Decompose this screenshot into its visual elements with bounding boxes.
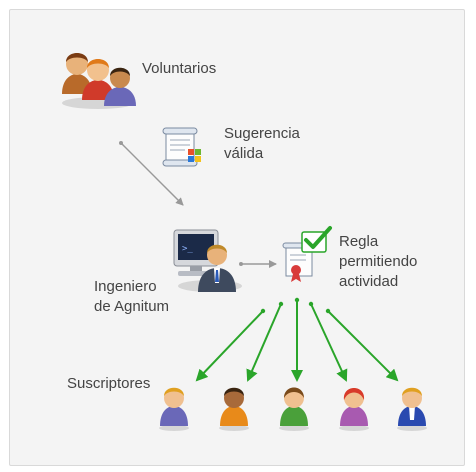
subscribers-label: Suscriptores (67, 375, 151, 392)
arrow-volunteers-to-engineer (120, 142, 184, 206)
engineer-label: Ingeniero de Agnitum (94, 278, 170, 315)
arrow-rule-to-subscriber-1 (195, 310, 264, 382)
user-orange-icon (219, 387, 249, 431)
user-blue-icon (397, 387, 427, 431)
volunteers-label: Voluntarios (142, 60, 217, 77)
valid-suggestion-label: Sugerencia válida (224, 125, 300, 162)
user-pink-icon (339, 388, 369, 431)
certificate-check-icon (282, 226, 332, 282)
user-purple-icon (159, 387, 189, 431)
user-green-icon (279, 387, 309, 431)
arrow-rule-to-subscriber-4 (310, 303, 348, 382)
arrow-rule-to-subscriber-2 (246, 303, 282, 382)
people-group-icon (62, 53, 136, 109)
green-arrows (195, 297, 399, 382)
arrow-rule-to-subscriber-5 (327, 310, 399, 382)
svg-text:>_: >_ (182, 244, 193, 254)
scroll-document-icon (162, 127, 201, 167)
engineer-at-computer-icon: >_ (173, 229, 242, 292)
rule-label: Regla permitiendo actividad (339, 233, 418, 290)
